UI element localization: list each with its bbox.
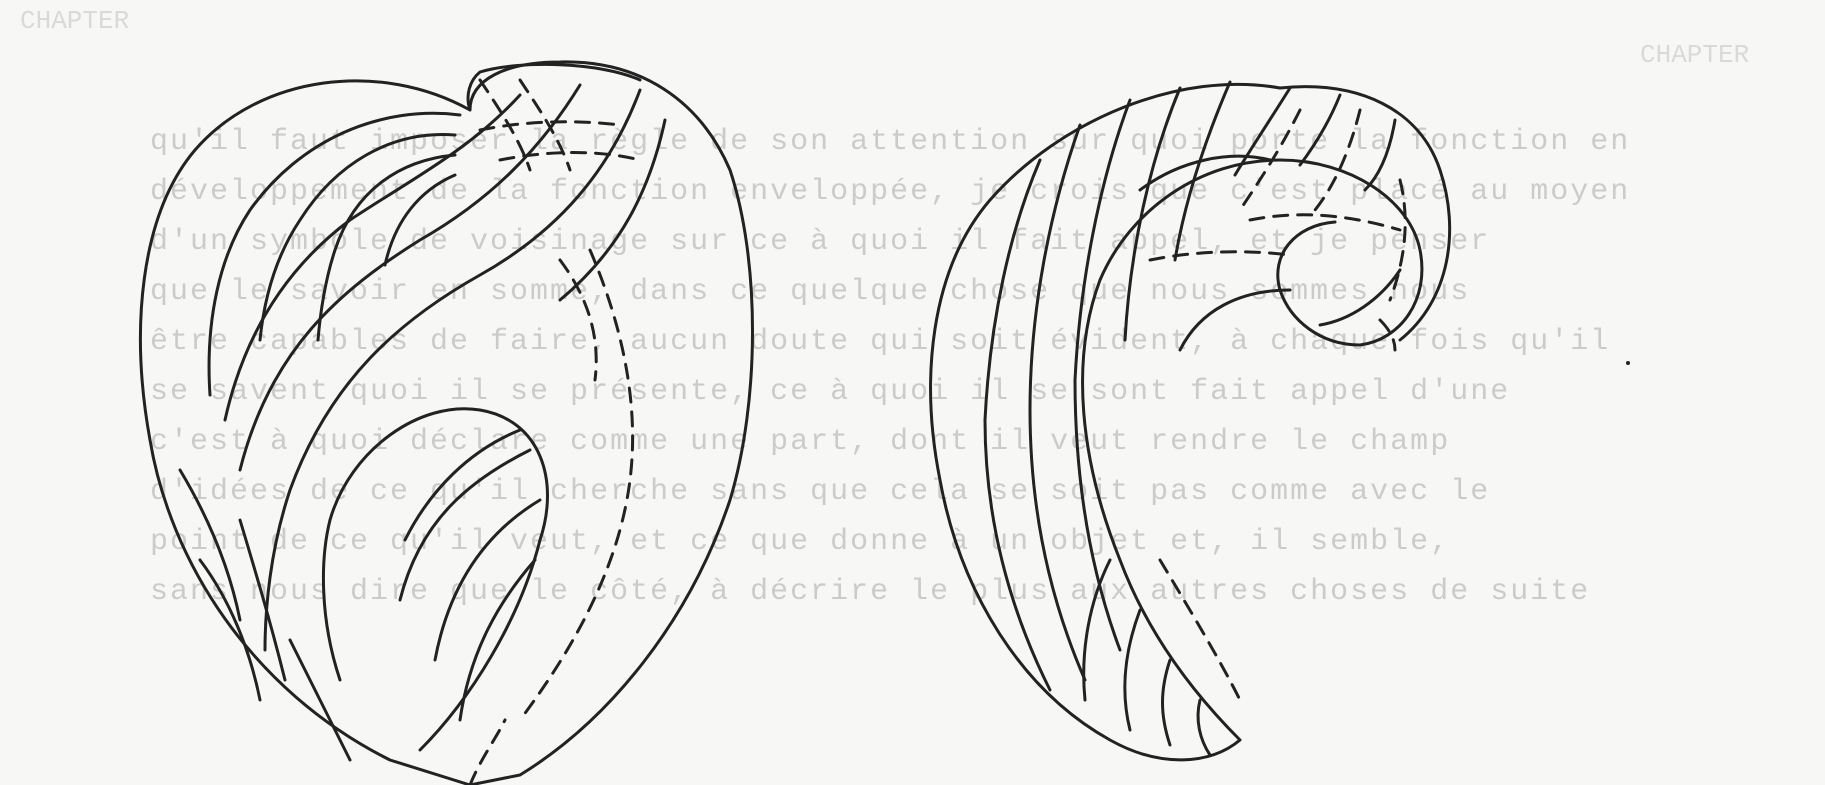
hidden-edge (500, 153, 640, 161)
shell-rib (985, 160, 1050, 690)
hidden-edge (520, 250, 633, 720)
leaf-outline (140, 62, 752, 785)
leaf-vein (265, 90, 640, 650)
right-shell-spiral (931, 82, 1450, 760)
speck (1626, 361, 1630, 365)
shell-rib (1125, 88, 1180, 340)
inner-whorl-vein (460, 560, 535, 720)
hidden-edge (470, 720, 505, 785)
shell-rib (1175, 82, 1230, 260)
inner-whorl-vein (435, 500, 540, 660)
shell-rib (1300, 95, 1340, 165)
shell-rib-lower (1198, 700, 1210, 755)
inner-whorl-vein (405, 430, 520, 540)
inner-whorl-vein (323, 520, 340, 680)
inner-band (1320, 270, 1400, 325)
shell-outline (931, 84, 1422, 760)
shell-rib-lower (1125, 610, 1140, 730)
hidden-edge (1160, 560, 1240, 700)
shell-aperture (1278, 222, 1360, 345)
shell-rib-lower (1163, 660, 1171, 745)
hidden-edge (560, 260, 596, 380)
hidden-edge (1150, 252, 1290, 260)
shell-rib-lower (1084, 560, 1110, 700)
left-heart-leaf (140, 62, 752, 785)
inner-band (1180, 290, 1290, 350)
shell-rib (1365, 120, 1395, 190)
leaf-vein (318, 155, 455, 340)
hidden-edge (1315, 110, 1360, 210)
inner-whorl (330, 409, 548, 750)
leaf-vein-lower (240, 520, 285, 680)
leaf-vein (225, 95, 520, 420)
leaf-vein (385, 175, 455, 265)
